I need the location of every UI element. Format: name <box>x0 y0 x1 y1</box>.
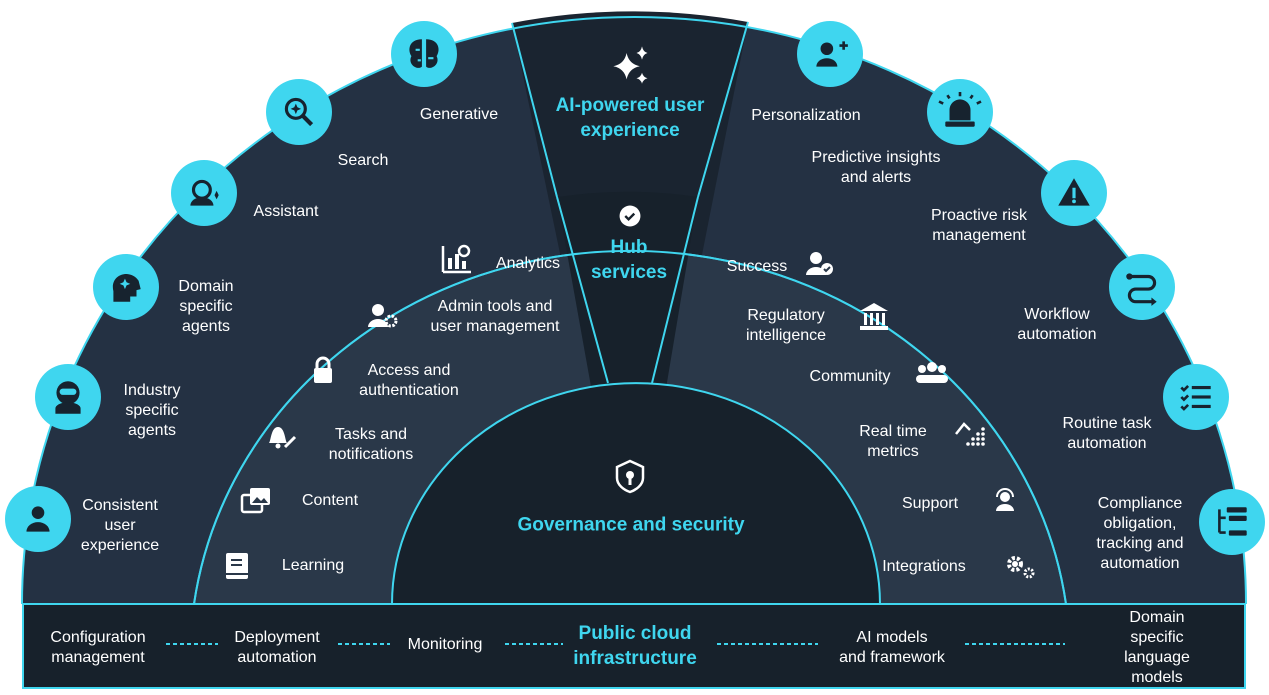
middle-left-label: Admin tools and user management <box>430 298 560 335</box>
infrastructure-item: AI models and framework <box>839 629 945 666</box>
outer-right-badge <box>1199 489 1265 555</box>
user-plus-icon <box>816 41 848 67</box>
governance-core <box>390 382 882 605</box>
outer-ring-edge <box>21 16 1247 605</box>
outer-left-label: Generative <box>419 106 499 123</box>
workflow-path-icon <box>1126 273 1157 306</box>
middle-right-label: Support <box>901 495 959 512</box>
middle-right-label: Integrations <box>882 558 966 575</box>
icon-glyphs <box>26 39 1247 579</box>
outer-left-label: Industry specific agents <box>123 382 181 439</box>
divider-line <box>511 22 558 198</box>
metrics-dots-icon <box>955 422 985 446</box>
infrastructure-item: Configuration management <box>50 629 146 666</box>
middle-right-label: Community <box>809 368 891 385</box>
siren-icon <box>938 92 982 127</box>
outer-right-badge <box>1109 254 1175 320</box>
bell-pen-icon <box>269 427 297 449</box>
warning-triangle-icon <box>1058 178 1090 206</box>
middle-left-label: Content <box>301 492 359 509</box>
outer-right-label: Personalization <box>751 107 861 124</box>
ai-experience-title: AI-powered user experience <box>555 95 705 141</box>
book-icon <box>226 553 248 579</box>
shield-keyhole-icon <box>615 459 645 494</box>
user-gear-icon <box>368 304 398 328</box>
user-check-icon <box>806 252 833 275</box>
gears-icon <box>1007 556 1035 579</box>
middle-left-label: Tasks and notifications <box>328 426 414 463</box>
divider-line <box>697 21 749 198</box>
infrastructure-bar <box>22 603 1246 689</box>
outer-left-label: Search <box>337 152 389 169</box>
people-group-icon <box>916 362 948 383</box>
checklist-icon <box>1180 385 1211 411</box>
middle-left-label: Analytics <box>495 255 561 272</box>
robot-agent-icon <box>55 381 81 414</box>
outer-left-badge <box>171 160 237 226</box>
divider-line <box>651 196 699 384</box>
head-sparkle-icon <box>112 274 141 302</box>
divider-line <box>556 196 609 384</box>
middle-right-label: Real time metrics <box>859 423 927 460</box>
outer-left-label: Consistent user experience <box>80 497 160 554</box>
images-icon <box>240 488 270 514</box>
infrastructure-item: Domain specific language models <box>1124 609 1190 686</box>
search-sparkle-icon <box>284 97 314 127</box>
lock-icon <box>314 356 332 383</box>
brain-circuit-icon <box>409 39 439 68</box>
check-circle-icon <box>619 205 641 227</box>
chart-search-icon <box>441 244 471 274</box>
assistant-icon <box>190 179 219 206</box>
outer-left-badge <box>391 21 457 87</box>
tree-list-icon <box>1218 507 1247 536</box>
sparkles-icon <box>613 46 648 84</box>
outer-right-label: Proactive risk management <box>930 207 1028 244</box>
outer-right-label: Workflow automation <box>1017 306 1097 343</box>
bank-icon <box>860 303 888 330</box>
outer-right-label: Predictive insights and alerts <box>811 149 941 186</box>
outer-left-badge <box>266 79 332 145</box>
infrastructure-title: Public cloud infrastructure <box>573 623 697 669</box>
outer-right-label: Routine task automation <box>1062 415 1152 452</box>
headset-user-icon <box>996 488 1014 511</box>
infrastructure-item: Monitoring <box>407 636 483 653</box>
middle-left-label: Learning <box>281 557 345 574</box>
middle-left-label: Access and authentication <box>359 362 459 399</box>
user-icon <box>26 506 50 532</box>
infrastructure-item: Deployment automation <box>234 629 320 666</box>
outer-left-label: Domain specific agents <box>178 278 234 335</box>
governance-title: Governance and security <box>517 514 745 536</box>
middle-right-label: Success <box>726 258 788 275</box>
middle-ring-edge <box>193 249 1067 605</box>
outer-icon-circles <box>5 21 1265 555</box>
hub-services-title: Hub services <box>590 237 668 283</box>
outer-right-label: Compliance obligation, tracking and auto… <box>1096 495 1184 572</box>
middle-right-label: Regulatory intelligence <box>745 307 827 344</box>
outer-left-label: Assistant <box>253 203 319 220</box>
